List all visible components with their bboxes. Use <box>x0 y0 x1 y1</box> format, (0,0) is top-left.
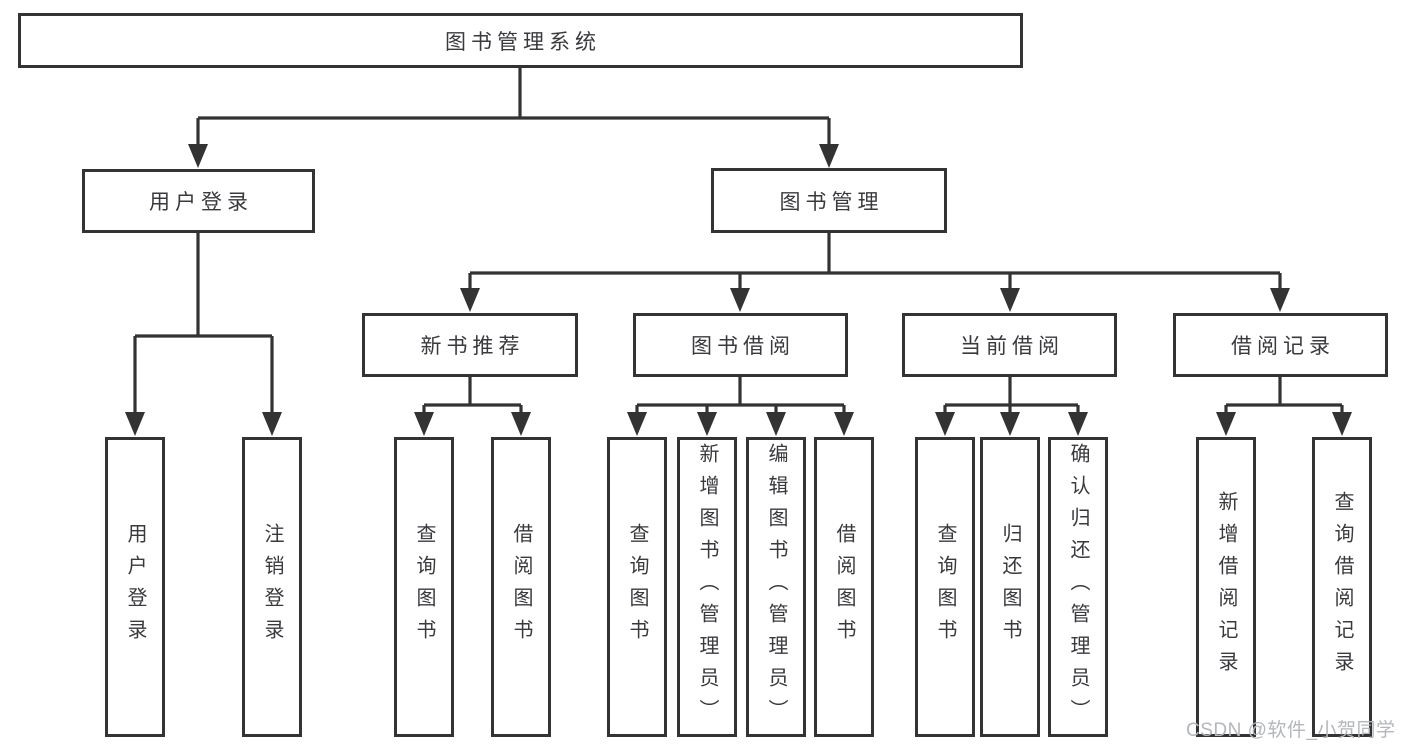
connector-root-to-level2 <box>188 68 839 168</box>
watermark: CSDN @软件_小贺同学 <box>1186 720 1396 741</box>
arrow-down-icon <box>1216 412 1236 436</box>
leaf-recommend-query-books: 查询图书 <box>394 437 454 737</box>
leaf-current-confirm-return-admin: 确认归还（管理员） <box>1048 437 1108 737</box>
leaf-label: 借阅图书 <box>833 523 855 651</box>
leaf-borrow-add-books-admin: 新增图书（管理员） <box>677 437 737 737</box>
leaf-label: 用户登录 <box>124 523 146 651</box>
node-borrowing-records: 借阅记录 <box>1173 313 1388 377</box>
leaf-label: 查询借阅记录 <box>1331 491 1353 683</box>
connector-borrow-records-children <box>1216 377 1352 436</box>
arrow-down-icon <box>262 412 282 436</box>
leaf-label: 新增图书（管理员） <box>696 443 718 731</box>
leaf-label: 查询图书 <box>626 523 648 651</box>
node-user-login: 用户登录 <box>82 169 315 233</box>
node-book-borrowing: 图书借阅 <box>633 313 848 377</box>
connector-book-borrow-children <box>627 377 854 436</box>
leaf-label: 新增借阅记录 <box>1215 491 1237 683</box>
connector-current-borrow-children <box>935 377 1088 436</box>
arrow-down-icon <box>730 288 750 312</box>
connector-user-login-children <box>125 233 282 436</box>
arrow-down-icon <box>1000 412 1020 436</box>
arrow-down-icon <box>511 412 531 436</box>
arrow-down-icon <box>1068 412 1088 436</box>
node-new-book-recommendation: 新书推荐 <box>362 313 578 377</box>
leaf-records-query-borrow-record: 查询借阅记录 <box>1312 437 1372 737</box>
leaf-label: 查询图书 <box>413 523 435 651</box>
leaf-records-add-borrow-record: 新增借阅记录 <box>1196 437 1256 737</box>
leaf-borrow-edit-books-admin: 编辑图书（管理员） <box>746 437 806 737</box>
arrow-down-icon <box>935 412 955 436</box>
leaf-label: 借阅图书 <box>510 523 532 651</box>
node-root: 图书管理系统 <box>18 13 1023 68</box>
arrow-down-icon <box>125 412 145 436</box>
leaf-current-return-books: 归还图书 <box>980 437 1040 737</box>
leaf-borrow-borrow-books: 借阅图书 <box>814 437 874 737</box>
leaf-logout-login: 注销登录 <box>242 437 302 737</box>
leaf-label: 查询图书 <box>934 523 956 651</box>
leaf-current-query-books: 查询图书 <box>915 437 975 737</box>
arrow-down-icon <box>460 288 480 312</box>
arrow-down-icon <box>697 412 717 436</box>
connector-new-book-rec-children <box>414 377 531 436</box>
arrow-down-icon <box>188 144 208 168</box>
arrow-down-icon <box>819 144 839 168</box>
leaf-user-login: 用户登录 <box>105 437 165 737</box>
leaf-recommend-borrow-books: 借阅图书 <box>491 437 551 737</box>
arrow-down-icon <box>414 412 434 436</box>
leaf-label: 归还图书 <box>999 523 1021 651</box>
node-book-management: 图书管理 <box>711 168 947 233</box>
leaf-label: 编辑图书（管理员） <box>765 443 787 731</box>
arrow-down-icon <box>627 412 647 436</box>
arrow-down-icon <box>1000 288 1020 312</box>
leaf-borrow-query-books: 查询图书 <box>607 437 667 737</box>
arrow-down-icon <box>1270 288 1290 312</box>
leaf-label: 确认归还（管理员） <box>1067 443 1089 731</box>
leaf-label: 注销登录 <box>261 523 283 651</box>
arrow-down-icon <box>1332 412 1352 436</box>
arrow-down-icon <box>834 412 854 436</box>
connector-book-mgmt-children <box>460 233 1290 312</box>
arrow-down-icon <box>766 412 786 436</box>
node-current-borrowing: 当前借阅 <box>902 313 1117 377</box>
